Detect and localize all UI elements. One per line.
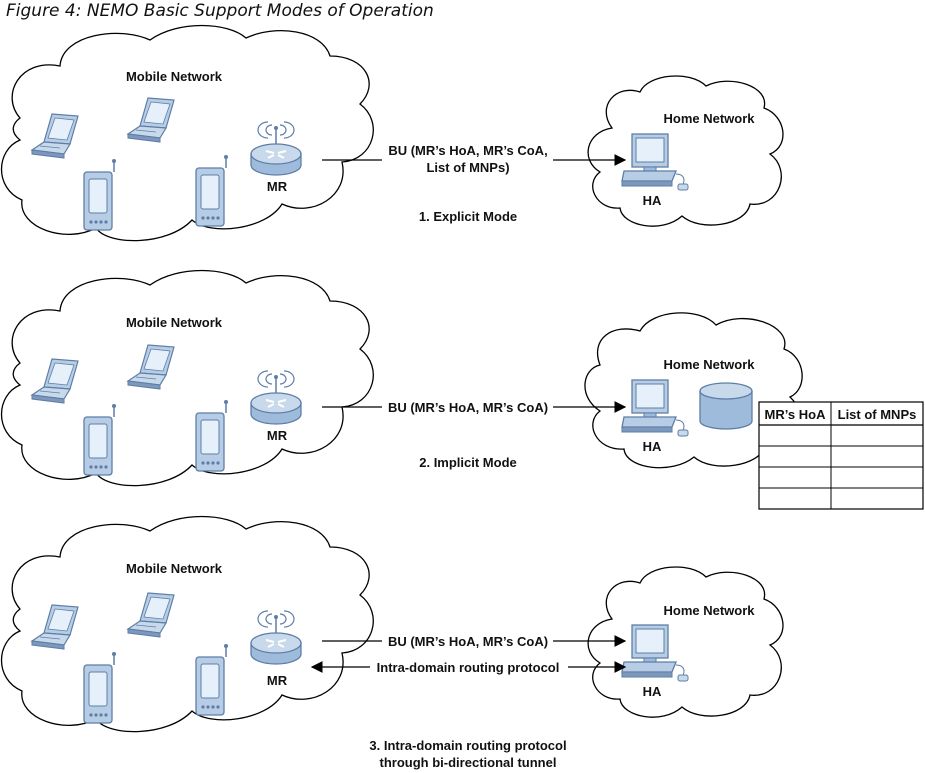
bu-message-line-2: List of MNPs) xyxy=(426,160,509,175)
table-header-mnps: List of MNPs xyxy=(838,407,917,422)
mode-caption: 2. Implicit Mode xyxy=(419,455,517,470)
home-network-cloud xyxy=(587,566,784,718)
database-icon xyxy=(699,382,753,430)
binding-cache-table: MR’s HoA List of MNPs xyxy=(758,401,924,510)
ha-label: HA xyxy=(643,439,662,454)
router-icon xyxy=(250,610,302,665)
panel-implicit-mode: Mobile Network MR Home Network HA BU (MR… xyxy=(0,269,924,510)
home-network-cloud xyxy=(587,75,784,227)
mobile-network-label: Mobile Network xyxy=(126,315,223,330)
mode-caption: 1. Explicit Mode xyxy=(419,209,517,224)
bu-message: BU (MR’s HoA, MR’s CoA) xyxy=(388,634,548,649)
routing-protocol-label: Intra-domain routing protocol xyxy=(377,660,560,675)
router-label: MR xyxy=(267,179,288,194)
router-label: MR xyxy=(267,428,288,443)
table-header-hoa: MR’s HoA xyxy=(765,407,827,422)
home-network-label: Home Network xyxy=(663,603,755,618)
mode-caption-line-2: through bi-directional tunnel xyxy=(380,755,557,770)
mobile-network-label: Mobile Network xyxy=(126,561,223,576)
home-network-label: Home Network xyxy=(663,357,755,372)
bu-message-line-1: BU (MR’s HoA, MR’s CoA, xyxy=(388,143,547,158)
router-icon xyxy=(250,370,302,425)
router-icon xyxy=(250,121,302,176)
ha-label: HA xyxy=(643,193,662,208)
figure-title: Figure 4: NEMO Basic Support Modes of Op… xyxy=(6,1,434,21)
mobile-network-label: Mobile Network xyxy=(126,69,223,84)
mode-caption-line-1: 3. Intra-domain routing protocol xyxy=(369,738,566,753)
ha-label: HA xyxy=(643,684,662,699)
panel-intra-domain-mode: Mobile Network MR Home Network HA BU (MR… xyxy=(0,515,784,770)
panel-explicit-mode: Mobile Network MR Home Network HA BU (MR… xyxy=(0,24,784,242)
bu-message: BU (MR’s HoA, MR’s CoA) xyxy=(388,400,548,415)
home-network-label: Home Network xyxy=(663,111,755,126)
router-label: MR xyxy=(267,673,288,688)
